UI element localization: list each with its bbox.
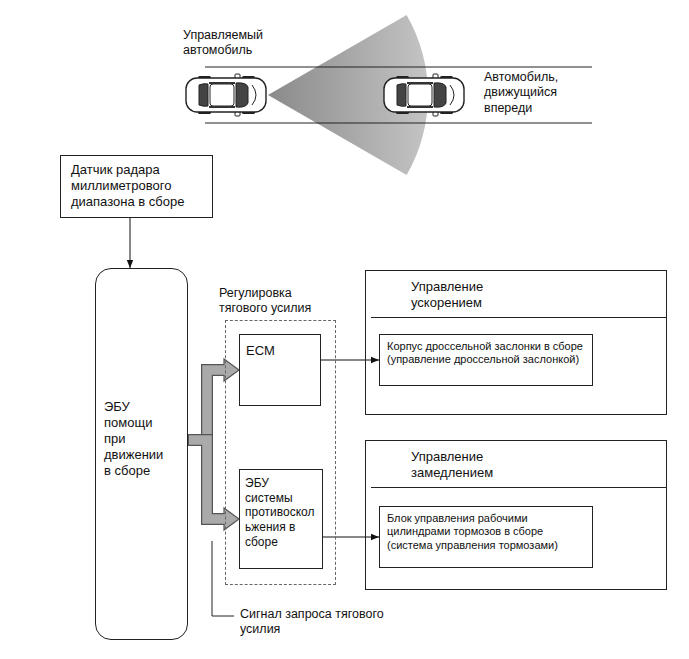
car-side-window [407,82,433,84]
car-hood [450,85,454,105]
own-car [186,74,266,116]
box-text: Корпус дроссельной заслонки в сборе (упр… [387,340,585,367]
lane-line [205,67,592,68]
arrowhead [224,359,239,381]
process-box: ЭБУ системы противоскол ьжения в сборе [239,469,323,569]
car-side-window [209,106,235,108]
flow-arrow [130,218,131,268]
arrowhead [224,508,239,530]
signal-label: Сигнал запроса тягового усилия [240,607,418,638]
component-box: Корпус дроссельной заслонки в сборе (упр… [379,334,593,386]
box-text: Блок управления рабочими цилиндрами торм… [387,512,585,552]
car-hood [252,85,256,105]
component-box: Блок управления рабочими цилиндрами торм… [379,506,593,568]
radar-cone [268,15,428,175]
connector-line [321,360,379,361]
car-body [186,78,266,112]
connector-line [323,537,379,538]
process-box: ECM [239,334,321,406]
signal-arrow [188,359,239,440]
car-body [384,78,464,112]
car-rear-window [199,84,208,107]
car-label: Автомобиль, движущийся впереди [484,70,576,116]
front-car [384,74,464,116]
group-heading: Управление замедлением [371,441,666,488]
box-text: ECM [246,343,314,359]
car-label: Управляемый автомобиль [183,28,293,59]
control-panel: Управление ускорениемКорпус дроссельной … [365,270,667,415]
box-text: Датчик радара миллиметрового диапазона в… [71,162,202,210]
connector-line [130,218,131,268]
ecu-box: ЭБУ помощи при движении в сборе [95,268,188,640]
car-roof [408,84,432,106]
arrow-outline [188,440,226,519]
group-frame: Регулировка тягового усилияECMЭБУ систем… [225,320,336,585]
arrow-shaft [189,440,226,519]
car-side-window [209,82,235,84]
leader-line [212,541,234,616]
car-windshield [434,83,446,107]
car-side-window [407,106,433,108]
car-roof [210,84,234,106]
lane-line [205,123,592,124]
box-text: ЭБУ системы противоскол ьжения в сборе [245,476,317,549]
car-rear-window [397,84,406,107]
group-heading: Управление ускорением [371,271,666,318]
car-windshield [236,83,248,107]
signal-arrow [188,440,239,530]
control-panel: Управление замедлениемБлок управления ра… [365,440,667,590]
arrow-shaft [189,370,226,440]
flow-arrow [323,537,379,538]
flow-arrow [321,360,379,361]
arrow-outline [188,370,226,440]
box-text: ЭБУ помощи при движении в сборе [104,399,172,478]
group-heading: Регулировка тягового усилия [219,286,337,317]
sensor-box: Датчик радара миллиметрового диапазона в… [60,155,213,218]
